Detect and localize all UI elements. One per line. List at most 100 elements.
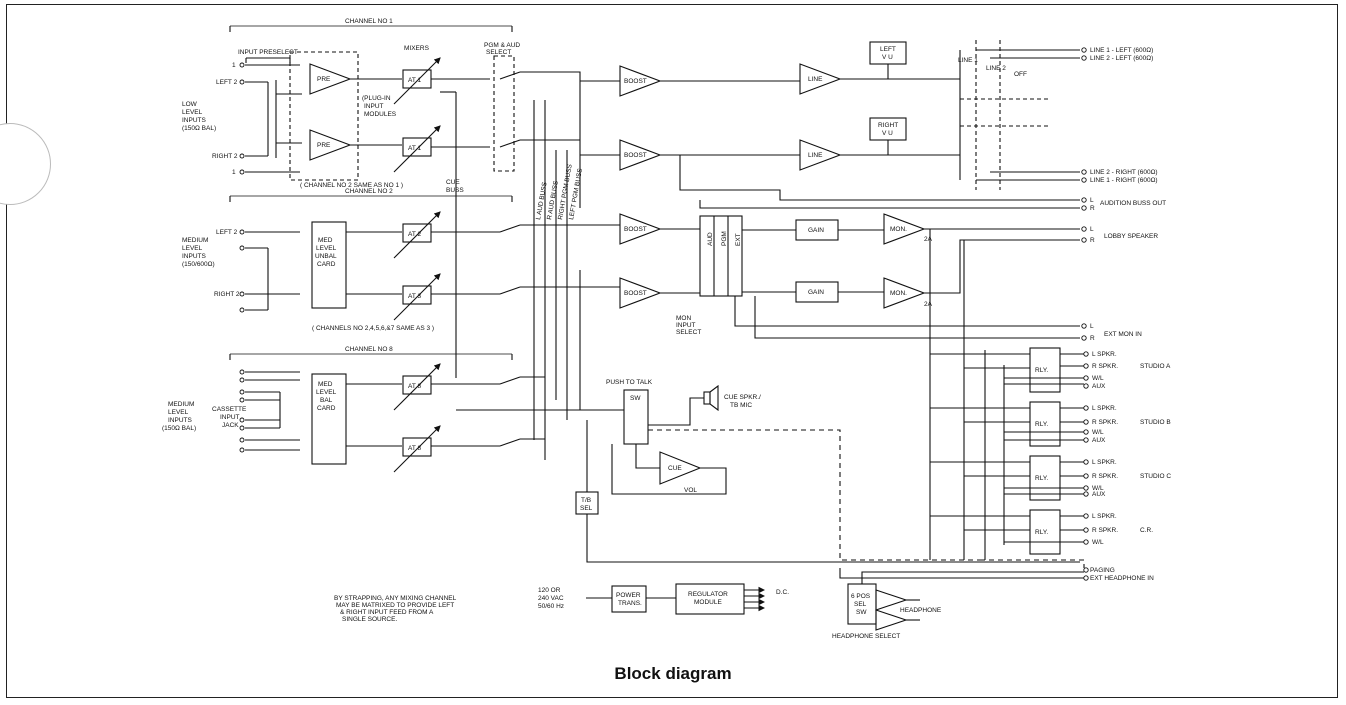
b-lspkr: L SPKR. xyxy=(1092,405,1117,412)
rly-4-label: RLY. xyxy=(1035,529,1048,536)
mon-input-3: SELECT xyxy=(676,329,701,336)
power-trans-2: TRANS. xyxy=(618,600,642,607)
med-bal-card-4: CARD xyxy=(317,405,336,412)
out-line2-right: LINE 2 - RIGHT (600Ω) xyxy=(1090,169,1158,176)
mon-sel-aud: AUD xyxy=(707,232,714,246)
med-bal-card-1: MED xyxy=(318,381,333,388)
cue-buss-2: BUSS xyxy=(446,187,464,194)
rly-3-label: RLY. xyxy=(1035,475,1048,482)
fuse-1-label: 2A xyxy=(924,236,933,243)
rly-2-label: RLY. xyxy=(1035,421,1048,428)
at-1b-label: AT 1 xyxy=(408,145,422,152)
out-l-3: L xyxy=(1090,323,1094,330)
boost-1-label: BOOST xyxy=(624,78,647,85)
tb-sel-1: T/B xyxy=(581,497,591,504)
med-level-label-3: INPUTS xyxy=(182,253,207,260)
med-unbal-label-3: UNBAL xyxy=(315,253,337,260)
out-line1-left: LINE 1 - LEFT (600Ω) xyxy=(1090,47,1153,54)
med-bal-card-3: BAL xyxy=(320,397,333,404)
left-vu-label-2: V U xyxy=(882,54,893,61)
mon-sel-pgm: PGM xyxy=(721,231,728,246)
pgm-aud-2: SELECT xyxy=(486,49,511,56)
input-right-2-label: RIGHT 2 xyxy=(214,291,240,298)
hp-select-label: HEADPHONE SELECT xyxy=(832,633,900,640)
input-preselect-label: INPUT PRESELECT xyxy=(238,49,298,56)
out-r-3: R xyxy=(1090,335,1095,342)
c-rspkr: R SPKR. xyxy=(1092,473,1118,480)
cr-rspkr: R SPKR. xyxy=(1092,527,1118,534)
cue-spkr-2: TB MIC xyxy=(730,402,752,409)
cr-label: C.R. xyxy=(1140,527,1153,534)
power-trans-1: POWER xyxy=(616,592,641,599)
cassette-label-1: CASSETTE xyxy=(212,406,247,413)
c-lspkr: L SPKR. xyxy=(1092,459,1117,466)
diagram-border xyxy=(0,4,1338,698)
at-2-label: AT 2 xyxy=(408,231,422,238)
c-wl: W/L xyxy=(1092,485,1104,492)
at-8a-label: AT 8 xyxy=(408,383,422,390)
at-3-label: AT 3 xyxy=(408,293,422,300)
channel-3-note: ( CHANNELS NO 2,4,5,6,&7 SAME AS 3 ) xyxy=(312,325,434,332)
med-bal-label-4: (150Ω BAL) xyxy=(162,425,196,432)
a-lspkr: L SPKR. xyxy=(1092,351,1117,358)
right-vu-label-1: RIGHT xyxy=(878,122,898,129)
input-right-label: RIGHT 2 xyxy=(212,153,238,160)
c-aux: AUX xyxy=(1092,491,1106,498)
cr-lspkr: L SPKR. xyxy=(1092,513,1117,520)
right-vu-label-2: V U xyxy=(882,130,893,137)
med-level-label-2: LEVEL xyxy=(182,245,203,252)
hp-sel-3: SW xyxy=(856,609,867,616)
gain-2-label: GAIN xyxy=(808,289,824,296)
regulator-2: MODULE xyxy=(694,599,722,606)
pre-2-label: PRE xyxy=(317,142,331,149)
plugin-label-3: MODULES xyxy=(364,111,397,118)
mon-input-1: MON xyxy=(676,315,691,322)
mon-1-label: MON. xyxy=(890,226,907,233)
strap-note-3: & RIGHT INPUT FEED FROM A xyxy=(340,609,434,616)
vol-label: VOL xyxy=(684,487,697,494)
left-vu-label-1: LEFT xyxy=(880,46,896,53)
strap-note-2: MAY BE MATRIXED TO PROVIDE LEFT xyxy=(336,602,454,609)
med-unbal-label-1: MED xyxy=(318,237,333,244)
input-left-2-label: LEFT 2 xyxy=(216,229,238,236)
pre-1-label: PRE xyxy=(317,76,331,83)
out-l-1: L xyxy=(1090,197,1094,204)
channel-2-label: CHANNEL NO 2 xyxy=(345,188,393,195)
out-r-2: R xyxy=(1090,237,1095,244)
input-1a: 1 xyxy=(232,62,236,69)
mixers-label: MIXERS xyxy=(404,45,430,52)
out-audition: AUDITION BUSS OUT xyxy=(1100,200,1166,207)
plugin-label-2: INPUT xyxy=(364,103,384,110)
med-bal-label-3: INPUTS xyxy=(168,417,193,424)
low-level-label-4: (150Ω BAL) xyxy=(182,125,216,132)
a-aux: AUX xyxy=(1092,383,1106,390)
mon-2-label: MON. xyxy=(890,290,907,297)
gain-1-label: GAIN xyxy=(808,227,824,234)
out-r-1: R xyxy=(1090,205,1095,212)
studio-c: STUDIO C xyxy=(1140,473,1171,480)
mon-sel-ext: EXT xyxy=(735,233,742,246)
med-unbal-label-4: CARD xyxy=(317,261,336,268)
out-paging: PAGING xyxy=(1090,567,1115,574)
hp-sel-1: 6 POS xyxy=(851,593,871,600)
tb-sel-2: SEL xyxy=(580,505,593,512)
med-level-label-4: (150/600Ω) xyxy=(182,261,215,268)
cassette-label-3: JACK xyxy=(222,422,239,429)
boost-3-label: BOOST xyxy=(624,226,647,233)
out-line2-left: LINE 2 - LEFT (600Ω) xyxy=(1090,55,1153,62)
rly-1-label: RLY. xyxy=(1035,367,1048,374)
dc-label: D.C. xyxy=(776,589,789,596)
power-in-2: 240 VAC xyxy=(538,595,564,602)
low-level-label-3: INPUTS xyxy=(182,117,207,124)
switch-line1: LINE 1 xyxy=(958,57,978,64)
b-rspkr: R SPKR. xyxy=(1092,419,1118,426)
at-1a-label: AT 1 xyxy=(408,77,422,84)
strap-note-4: SINGLE SOURCE. xyxy=(342,616,397,623)
push-to-talk-label: PUSH TO TALK xyxy=(606,379,653,386)
out-line1-right: LINE 1 - RIGHT (600Ω) xyxy=(1090,177,1158,184)
input-1b: 1 xyxy=(232,169,236,176)
med-unbal-label-2: LEVEL xyxy=(316,245,337,252)
low-level-label-1: LOW xyxy=(182,101,198,108)
strap-note-1: BY STRAPPING, ANY MIXING CHANNEL xyxy=(334,595,457,602)
